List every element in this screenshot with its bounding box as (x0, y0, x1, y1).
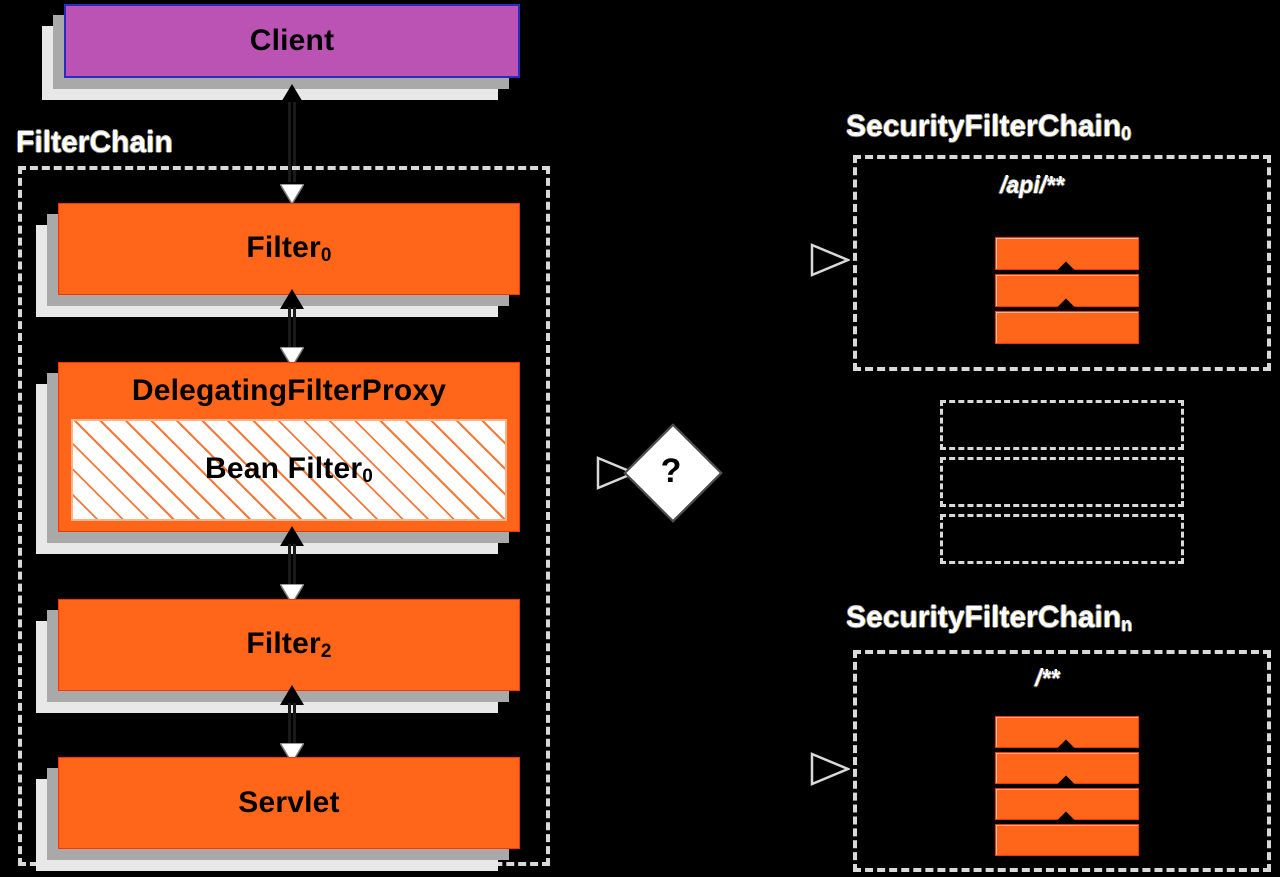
dfp-face: DelegatingFilterProxy Bean Filter0 (58, 362, 520, 532)
dfp-title-text: DelegatingFilterProxy (131, 374, 447, 407)
arrow-shaft-right (293, 703, 296, 745)
security-filter-chain-n-title-text: SecurityFilterChain (846, 601, 1122, 634)
arrow-head-up-icon (280, 526, 304, 546)
servlet-node[interactable]: Servlet (36, 757, 520, 871)
arrow-into-chain-0-icon (810, 243, 850, 277)
bean-filter-label-text: Bean Filter (204, 452, 363, 485)
filter-0-node[interactable]: Filter0 (36, 203, 520, 317)
arrow-shaft-left (288, 703, 291, 745)
bean-filter-label: Bean Filter0 (205, 452, 373, 488)
security-filter-chain-0-container (853, 155, 1271, 371)
arrow-shaft-left (288, 102, 291, 182)
delegating-filter-proxy-node[interactable]: DelegatingFilterProxy Bean Filter0 (36, 362, 520, 554)
filter-2-subscript: 2 (320, 641, 332, 662)
chain-ellipsis-box (940, 457, 1184, 507)
security-filter-chain-n-subscript: n (1121, 615, 1133, 635)
filter-0-face: Filter0 (58, 203, 520, 295)
arrow-shaft-left (288, 544, 291, 586)
client-label: Client (249, 24, 335, 57)
filter-2-face: Filter2 (58, 599, 520, 691)
servlet-face: Servlet (58, 757, 520, 849)
arrow-head-up-icon (280, 289, 304, 309)
security-filter-chain-0-path: /api/** (1000, 172, 1064, 198)
client-face: Client (64, 4, 520, 78)
chain-0-filter-bar[interactable] (995, 311, 1139, 344)
arrow-filter2-servlet (277, 685, 307, 765)
security-filter-chain-0-title: SecurityFilterChain0 (846, 110, 1131, 145)
filterchain-label-text: FilterChain (16, 126, 173, 159)
filter-0-subscript: 0 (320, 245, 332, 266)
bean-filter-subscript: 0 (362, 466, 374, 487)
arrow-shaft-right (293, 307, 296, 349)
chain-ellipsis-box (940, 514, 1184, 564)
arrow-shaft-left (288, 307, 291, 349)
filter-2-label-text: Filter (246, 627, 321, 660)
filter-0-label-text: Filter (246, 231, 321, 264)
bean-filter-node[interactable]: Bean Filter0 (71, 419, 507, 521)
arrow-into-decision-icon (596, 456, 636, 490)
servlet-label: Servlet (238, 786, 340, 819)
security-filter-chain-0-title-text: SecurityFilterChain (846, 110, 1122, 143)
arrow-shaft-right (293, 544, 296, 586)
filter-2-node[interactable]: Filter2 (36, 599, 520, 713)
security-filter-chain-n-path: /** (1035, 665, 1060, 691)
arrow-head-up-icon (280, 685, 304, 705)
arrow-filter0-dfp (277, 289, 307, 369)
arrow-into-chain-n-icon (810, 752, 850, 786)
security-filter-chain-n-title: SecurityFilterChainn (846, 601, 1132, 636)
decision-label: ? (660, 451, 682, 490)
arrow-head-down-icon (278, 583, 306, 606)
chain-n-filter-bar[interactable] (995, 824, 1139, 856)
dfp-title: DelegatingFilterProxy (59, 363, 519, 419)
client-node[interactable]: Client (42, 4, 520, 100)
arrow-head-down-icon (278, 742, 306, 765)
security-filter-chain-n-container (853, 650, 1271, 872)
arrow-head-down-icon (278, 346, 306, 369)
arrow-shaft-right (293, 102, 296, 182)
security-filter-chain-0-subscript: 0 (1121, 124, 1132, 144)
filterchain-label: FilterChain (16, 126, 173, 160)
chain-ellipsis-box (940, 400, 1184, 450)
filter-2-label: Filter2 (246, 627, 331, 663)
filter-0-label: Filter0 (246, 231, 331, 267)
arrow-head-up-icon (280, 84, 304, 104)
arrow-head-down-icon (278, 183, 306, 206)
arrow-client-filter0 (277, 84, 307, 206)
arrow-dfp-filter2 (277, 526, 307, 606)
